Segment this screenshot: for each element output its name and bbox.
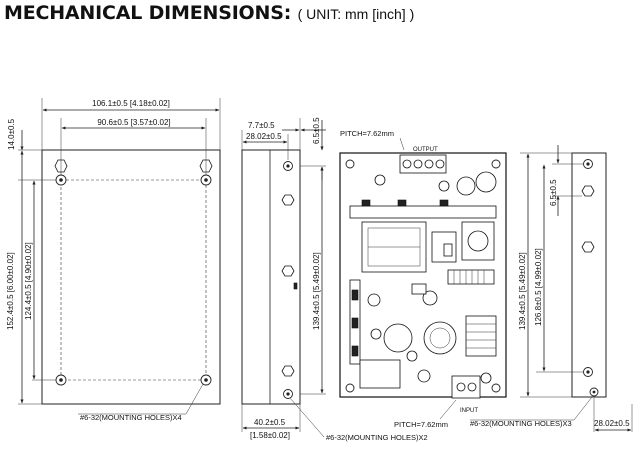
front-height-inner-label: 124.4±0.5 [4.90±0.02] bbox=[24, 242, 33, 320]
hex-standoff-icon bbox=[281, 265, 295, 277]
output-label: OUTPUT bbox=[413, 147, 438, 153]
right-height-outer-label: 139.4±0.5 [5.49±0.02] bbox=[518, 252, 527, 330]
right-top-vertical-label: 6.5±0.5 bbox=[549, 179, 558, 206]
front-pcb-outline bbox=[60, 179, 207, 381]
capacitor-icon bbox=[422, 290, 438, 306]
coil-block bbox=[465, 315, 497, 357]
capacitor-icon bbox=[480, 372, 492, 384]
mechanical-dimensions-title: MECHANICAL DIMENSIONS: bbox=[4, 2, 292, 24]
unit-inch: [inch] bbox=[372, 6, 406, 22]
right-bottom-offset-label: 28.02±0.5 bbox=[594, 419, 630, 428]
mounting-hole-icon bbox=[345, 383, 355, 393]
terminal-screw-icon bbox=[456, 382, 466, 392]
side-width-mm-label: 40.2±0.5 bbox=[254, 418, 286, 427]
side-top-offset-b-label: 28.02±0.5 bbox=[246, 132, 282, 141]
input-terminal-block bbox=[451, 375, 481, 399]
capacitor-icon bbox=[456, 176, 476, 196]
front-top-offset-label: 14.0±0.5 bbox=[7, 118, 16, 150]
fuse-icon bbox=[417, 369, 431, 383]
side-connector-mark bbox=[293, 282, 298, 290]
capacitor-icon bbox=[374, 174, 386, 186]
terminal-screw-icon bbox=[424, 159, 434, 169]
hex-standoff-icon bbox=[281, 194, 295, 206]
mounting-hole-icon bbox=[491, 159, 501, 169]
hex-standoff-icon bbox=[581, 185, 595, 197]
capacitor-icon bbox=[406, 350, 418, 362]
pitch-bottom-label: PITCH=7.62mm bbox=[394, 420, 448, 429]
front-view: 106.1±0.5 [4.18±0.02] 90.6±0.5 [3.57±0.0… bbox=[6, 98, 221, 422]
side-top-vertical-label: 6.5±0.5 bbox=[312, 117, 321, 144]
terminal-screw-icon bbox=[435, 159, 445, 169]
side-plate-outline bbox=[241, 149, 301, 405]
front-width-outer-label: 106.1±0.5 [4.18±0.02] bbox=[92, 99, 170, 108]
unit-label: ( UNIT: mm [inch] ) bbox=[298, 6, 415, 22]
side-height-label: 139.4±0.5 [5.49±0.02] bbox=[312, 252, 321, 330]
side-width-inch-label: [1.58±0.02] bbox=[250, 431, 290, 440]
capacitor-icon bbox=[367, 293, 381, 307]
front-mounting-holes-note: #6-32(MOUNTING HOLES)X4 bbox=[80, 413, 182, 422]
unit-suffix: ) bbox=[409, 6, 415, 22]
terminal-screw-icon bbox=[413, 159, 423, 169]
right-view: 6.5±0.5 139.4±0.5 [5.49±0.02] 126.8±0.5 … bbox=[470, 145, 633, 432]
heatsink-fins bbox=[447, 269, 495, 285]
front-width-inner-label: 90.6±0.5 [3.57±0.02] bbox=[97, 118, 170, 127]
capacitor-icon bbox=[370, 328, 382, 340]
terminal-screw-icon bbox=[402, 159, 412, 169]
bulk-capacitor-icon bbox=[383, 323, 413, 353]
pitch-top-label: PITCH=7.62mm bbox=[340, 129, 394, 138]
unit-prefix: ( UNIT: mm bbox=[297, 6, 369, 22]
right-mounting-holes-note: #6-32(MOUNTING HOLES)X3 bbox=[470, 419, 572, 428]
front-plate-outline bbox=[41, 149, 221, 405]
terminal-screw-icon bbox=[467, 382, 477, 392]
mounting-hole-icon bbox=[491, 383, 501, 393]
mounting-hole-icon bbox=[345, 159, 355, 169]
hex-standoff-icon bbox=[281, 365, 295, 377]
page-heading: MECHANICAL DIMENSIONS: ( UNIT: mm [inch]… bbox=[4, 2, 414, 24]
side-mounting-holes-note: #6-32(MOUNTING HOLES)X2 bbox=[326, 433, 428, 442]
output-terminal-block bbox=[399, 154, 447, 174]
side-top-offset-a-label: 7.7±0.5 bbox=[248, 121, 275, 130]
capacitor-icon bbox=[438, 180, 450, 192]
heatsink-bar bbox=[349, 205, 497, 219]
side-view: 7.7±0.5 28.02±0.5 6.5±0.5 139.4±0.5 [5.4… bbox=[241, 117, 428, 442]
bulk-capacitor-icon bbox=[423, 321, 457, 355]
capacitor-icon bbox=[467, 230, 489, 252]
front-height-outer-label: 152.4±0.5 [6.00±0.02] bbox=[6, 252, 15, 330]
hex-standoff-icon bbox=[581, 241, 595, 253]
board-view: PITCH=7.62mm OUTPUT bbox=[339, 129, 507, 429]
component-block bbox=[359, 359, 401, 389]
capacitor-icon bbox=[475, 171, 497, 193]
right-height-inner-label: 126.8±0.5 [4.99±0.02] bbox=[534, 248, 543, 326]
input-label: INPUT bbox=[460, 408, 478, 414]
